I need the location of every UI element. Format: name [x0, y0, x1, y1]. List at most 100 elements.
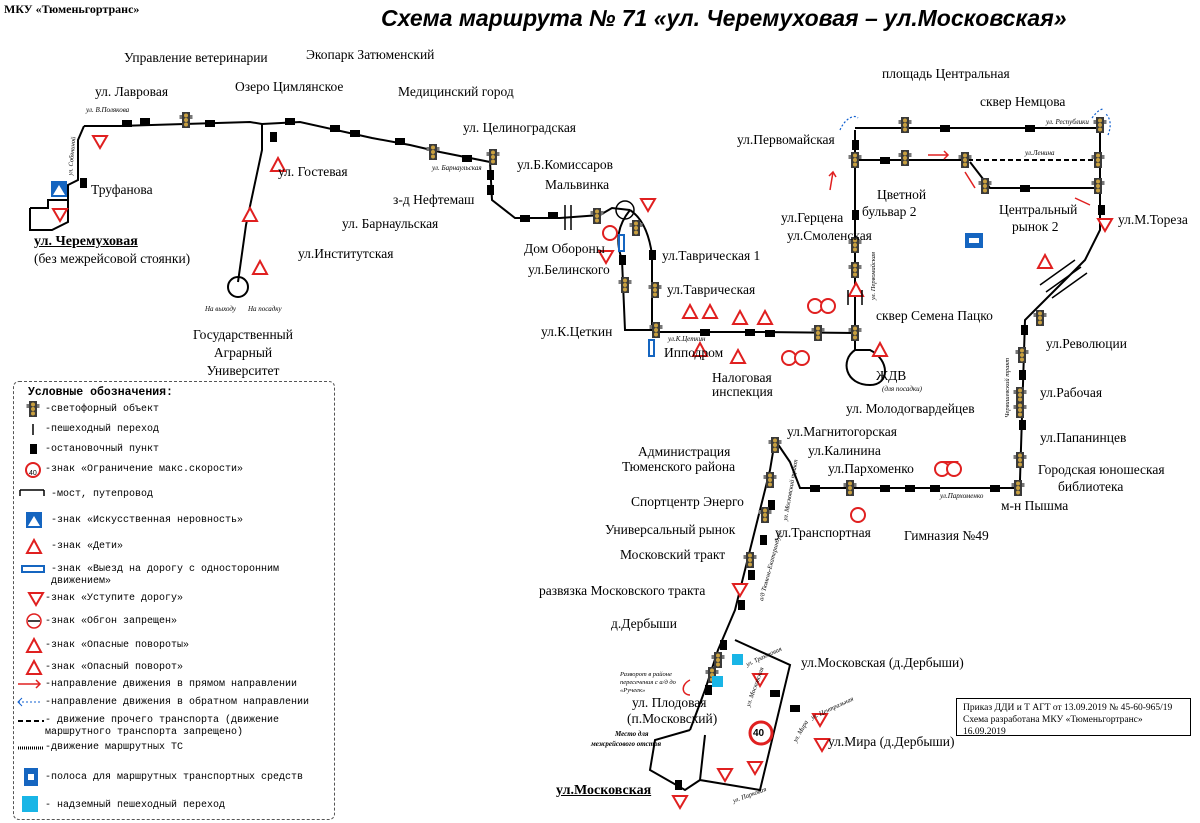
order-note: Приказ ДДИ и Т АГТ от 13.09.2019 № 45-60…	[956, 698, 1191, 737]
stop-tsentr-rynok-1: Центральный	[999, 202, 1078, 217]
street-v-polyakova: ул. В.Полякова	[86, 106, 130, 114]
stop-dom-oborony: Дом Обороны	[524, 241, 605, 256]
stop-pyshma: м-н Пышма	[1001, 498, 1069, 513]
legend-other-transport: - движение прочего транспорта (движение …	[45, 715, 280, 738]
stop-trufanova: Труфанова	[91, 182, 153, 197]
stop-skver-nemtsova: сквер Немцова	[980, 94, 1066, 109]
stop-adm-2: Тюменского района	[622, 459, 736, 474]
speed-limit-value: 40	[753, 728, 765, 739]
legend-one-way: -знак «Выезд на дорогу с односторонним д…	[51, 564, 280, 587]
stop-cheremukhovaya: ул. Черемуховая	[34, 234, 138, 249]
stop-mosk-trakt: Московский тракт	[620, 547, 726, 562]
street-pervomaiskaya: ул. Первомайская	[870, 251, 877, 300]
stop-belinskogo: ул.Белинского	[528, 262, 610, 277]
stop-malvinka: Мальвинка	[545, 177, 610, 192]
stop-sportcenter: Спортцентр Энерго	[631, 494, 744, 509]
stop-k-tsetkin: ул.К.Цеткин	[541, 324, 613, 339]
street-tsetkin: ул.К.Цеткин	[668, 335, 706, 343]
stop-upr-veterinarii: Управление ветеринарии	[124, 50, 268, 65]
stop-tavricheskaya-1: ул.Таврическая 1	[662, 248, 761, 263]
stop-gimnaziya: Гимназия №49	[904, 528, 989, 543]
stop-magnitogorskaya: ул.Магнитогорская	[787, 424, 897, 439]
stop-biblioteka-1: Городская юношеская	[1038, 462, 1165, 477]
stop-smolenskaya: ул.Смоленская	[787, 228, 872, 243]
legend-dangerous-curves: -знак «Опасные повороты»	[45, 640, 190, 651]
stop-papanintsev: ул.Папанинцев	[1040, 430, 1127, 445]
stop-parkhomenko: ул.Пархоменко	[828, 461, 914, 476]
turnaround-note: Разворот в районе пересечения с а/д до «…	[620, 671, 676, 694]
stop-nalogovaya-1: Налоговая	[712, 370, 772, 385]
stop-tsvetnoy-2: бульвар 2	[862, 204, 917, 219]
stop-kalinina: ул.Калинина	[808, 443, 881, 458]
stop-gau-3: Университет	[206, 363, 280, 378]
stop-d-derbyshi: д.Дербыши	[611, 616, 677, 631]
stop-tselinogradskaya: ул. Целиноградская	[463, 120, 577, 135]
speed-limit-sign	[748, 720, 774, 746]
legend-bus-lane: -полоса для маршрутных транспортных сред…	[45, 772, 304, 783]
stop-mira-derbyshi: ул.Мира (д.Дербыши)	[828, 734, 955, 749]
legend-children: -знак «Дети»	[51, 541, 124, 552]
street-na-vykhodu: На выходу	[205, 305, 236, 313]
stop-m-toreza: ул.М.Тореза	[1118, 212, 1188, 227]
stop-lavrovaya: ул. Лавровая	[95, 84, 169, 99]
stop-gau-2: Аграрный	[213, 345, 273, 360]
legend-yield: -знак «Уступите дорогу»	[45, 593, 184, 604]
stop-markers	[80, 118, 1105, 790]
order-line-1: Приказ ДДИ и Т АГТ от 13.09.2019 № 45-60…	[963, 703, 1173, 713]
stop-zhdv-note: (для посадки)	[882, 385, 923, 393]
stop-tsvetnoy-1: Цветной	[877, 187, 927, 202]
stop-tsentr-rynok-2: рынок 2	[1012, 219, 1059, 234]
legend-icons	[17, 401, 45, 812]
legend-overpass: - надземный пешеходный переход	[45, 800, 226, 811]
legend-forward-direction: -направление движения в прямом направлен…	[45, 679, 298, 690]
overpass-sign	[712, 676, 723, 687]
legend-dangerous-curve: -знак «Опасный поворот»	[45, 662, 184, 673]
stop-razvyazka: развязка Московского тракта	[539, 583, 706, 598]
stop-univ-rynok: Универсальный рынок	[605, 522, 736, 537]
legend-bridge: -мост, путепровод	[51, 489, 154, 500]
overpass-sign	[732, 654, 743, 665]
stop-barnaulskaya: ул. Барнаульская	[342, 216, 439, 231]
street-na-posadku: На посадку	[248, 305, 282, 313]
stop-ippodrom: Ипподром	[664, 345, 724, 360]
stop-cheremukhovaya-note: (без межрейсовой стоянки)	[34, 251, 191, 266]
legend-speed-value: 40	[29, 470, 37, 477]
stop-zhdv: ЖДВ	[876, 368, 907, 383]
stop-biblioteka-2: библиотека	[1058, 479, 1124, 494]
legend-speed-limit: -знак «Ограничение макс.скорости»	[45, 464, 244, 475]
order-line-2: Схема разработана МКУ «Тюменьгортранс» 1…	[963, 715, 1143, 737]
one-way-sign	[648, 339, 655, 357]
one-way-sign	[618, 234, 625, 252]
stop-moskovskaya-end: ул.Московская	[556, 783, 652, 798]
stop-adm-1: Администрация	[638, 444, 731, 459]
stop-gostevaya: ул. Гостевая	[278, 164, 348, 179]
bridges	[564, 200, 1088, 305]
stop-gau-1: Государственный	[193, 327, 293, 342]
stop-moskovskaya-derbyshi: ул.Московская (д.Дербыши)	[801, 655, 964, 670]
street-barnaulskaya: ул. Барнаульская	[432, 164, 482, 172]
stop-b-komissarov: ул.Б.Комиссаров	[517, 157, 614, 172]
legend-panel: Условные обозначения:	[13, 381, 335, 820]
legend-stop: -остановочный пункт	[45, 444, 160, 455]
legend-traffic-light: -светофорный объект	[45, 404, 160, 415]
street-respubliki: ул. Республики	[1046, 118, 1089, 126]
stop-revolyutsii: ул.Революции	[1046, 336, 1127, 351]
stop-institutskaya: ул.Институтская	[298, 246, 394, 261]
stop-skver-patsko: сквер Семена Пацко	[876, 308, 993, 323]
street-lenina: ул.Ленина	[1025, 149, 1055, 157]
stop-plodovaya-2: (п.Московский)	[627, 711, 718, 726]
stop-transportnaya: ул.Транспортная	[775, 525, 871, 540]
legend-crosswalk: -пешеходный переход	[45, 424, 160, 435]
street-parkhomenko: ул.Пархоменко	[940, 492, 984, 500]
stop-plodovaya-1: ул. Плодовая	[632, 695, 707, 710]
stop-tavricheskaya: ул.Таврическая	[667, 282, 756, 297]
stop-pervomaiskaya: ул.Первомайская	[737, 132, 835, 147]
legend-no-overtaking: -знак «Обгон запрещен»	[45, 616, 178, 627]
stop-pl-tsentralnaya: площадь Центральная	[882, 66, 1010, 81]
stop-molodogvardeytsev: ул. Молодогвардейцев	[846, 401, 975, 416]
stop-rabochaya: ул.Рабочая	[1040, 385, 1103, 400]
stop-medgorod: Медицинский город	[398, 84, 514, 99]
stop-gertsena: ул.Герцена	[781, 210, 844, 225]
layover-label-1: Место для	[615, 730, 649, 738]
